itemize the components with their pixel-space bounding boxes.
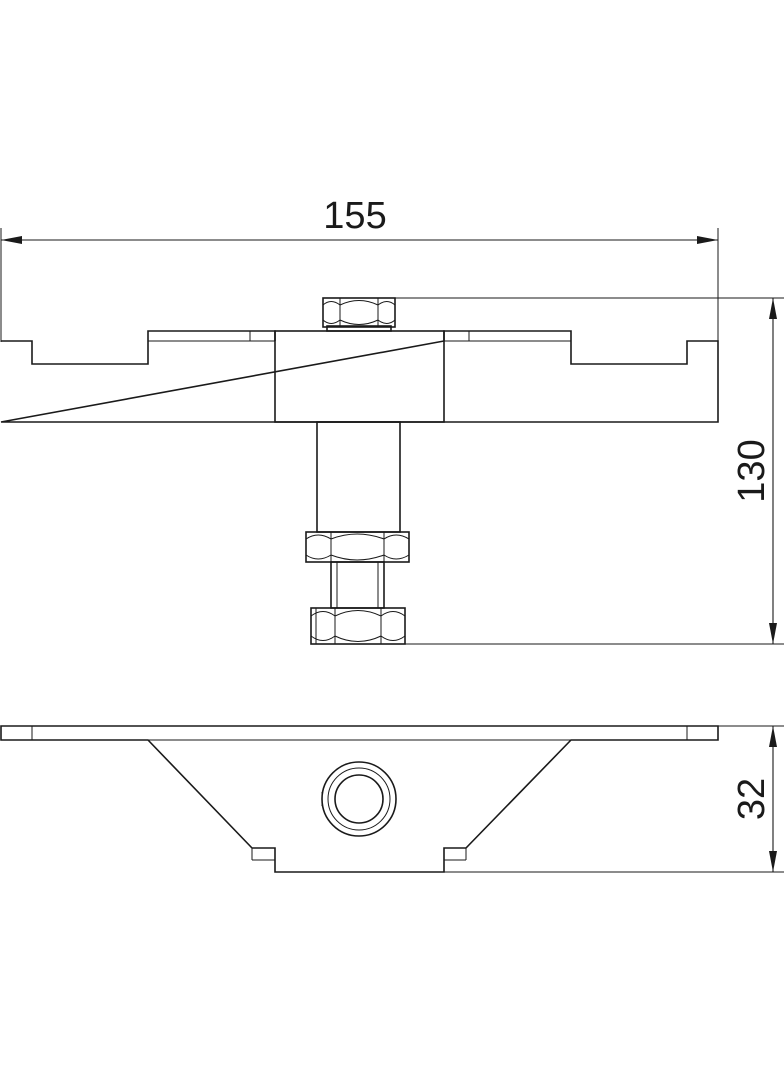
- top-view-outline: [0, 725, 719, 873]
- arrow-up-icon: [769, 726, 777, 747]
- stud-circle: [321, 761, 397, 837]
- height-dimension: 130: [395, 297, 784, 645]
- width-dimension: 155: [0, 195, 719, 342]
- arrow-down-icon: [769, 851, 777, 872]
- front-view: [0, 297, 719, 645]
- center-block: [274, 330, 445, 423]
- arrow-right-icon: [697, 236, 718, 244]
- width-dimension-label: 155: [323, 195, 386, 237]
- threaded-stud: [330, 561, 385, 609]
- plate-outline: [0, 330, 719, 423]
- top-view: [0, 725, 719, 873]
- bottom-nut: [310, 607, 406, 645]
- depth-dimension-label: 32: [731, 778, 773, 820]
- top-nut: [322, 297, 396, 332]
- shaft: [316, 421, 401, 533]
- arrow-down-icon: [769, 623, 777, 644]
- depth-dimension: 32: [444, 725, 784, 873]
- arrow-left-icon: [1, 236, 22, 244]
- arrow-up-icon: [769, 298, 777, 319]
- middle-nut: [305, 531, 410, 563]
- height-dimension-label: 130: [731, 439, 773, 502]
